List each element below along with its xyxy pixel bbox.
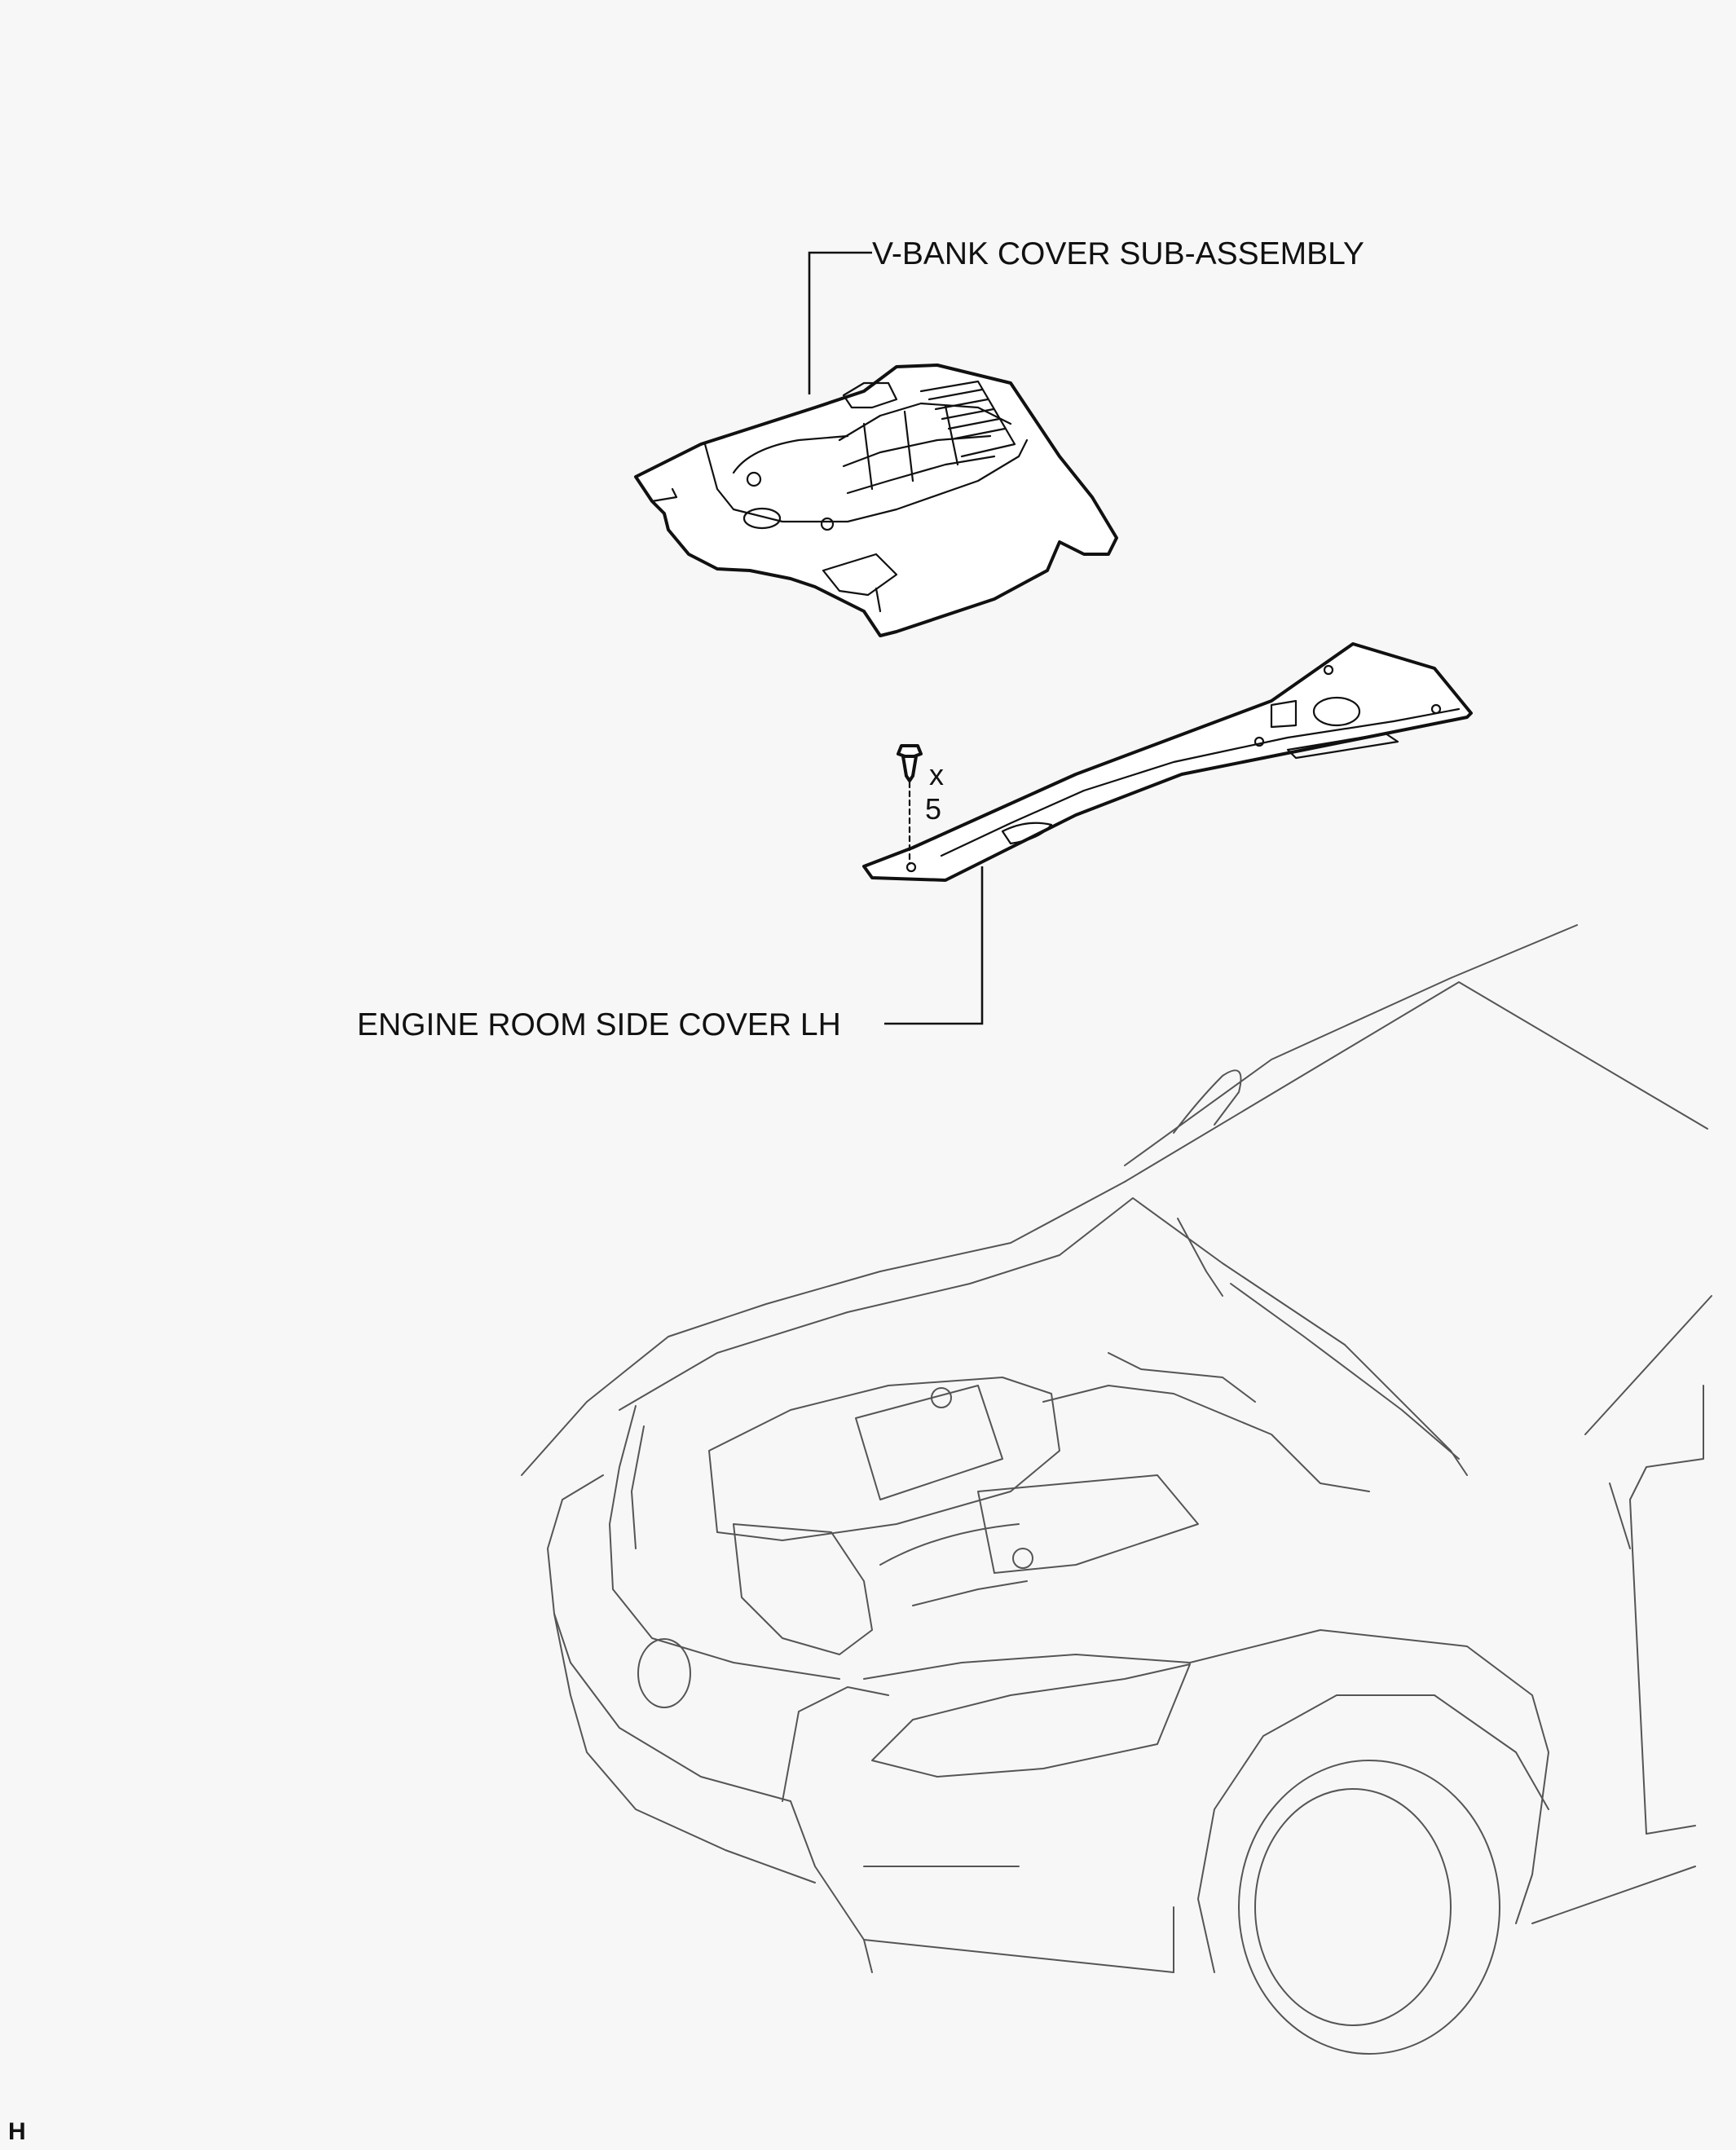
engine-room-side-cover-label: ENGINE ROOM SIDE COVER LH — [357, 1007, 841, 1042]
v-bank-cover-leader — [808, 251, 872, 394]
v-bank-cover-label: V-BANK COVER SUB-ASSEMBLY — [872, 236, 1364, 271]
clip-quantity-value: 5 — [925, 792, 941, 826]
clip-quantity-x: x — [929, 758, 944, 791]
corner-mark: H — [8, 2118, 26, 2145]
v-bank-cover-part — [634, 363, 1118, 637]
vehicle-outline — [521, 924, 1712, 2055]
engine-room-side-cover-leader — [884, 866, 984, 1025]
engine-room-side-cover-part — [862, 642, 1473, 882]
clip-icon — [897, 744, 923, 866]
